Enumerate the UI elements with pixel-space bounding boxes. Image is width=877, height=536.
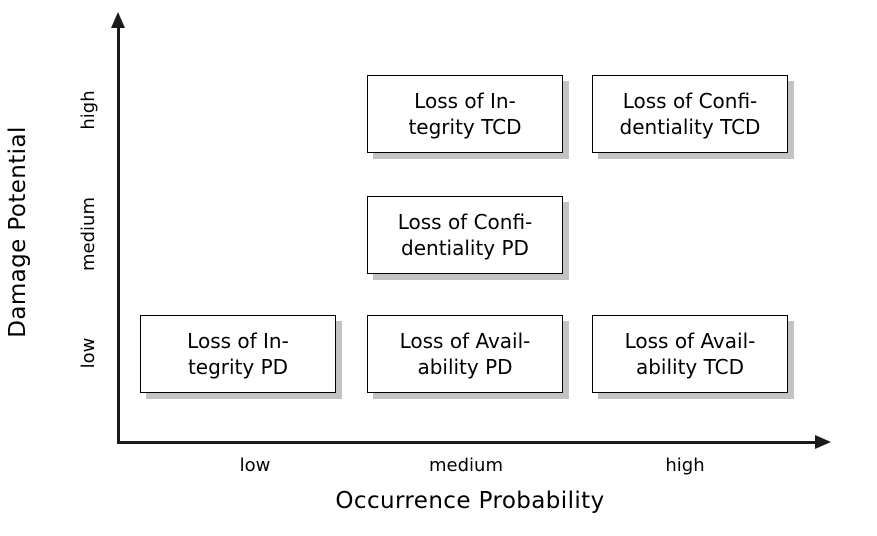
x-axis-title: Occurrence Probability: [335, 488, 605, 514]
risk-cell-line-1: Loss of Avail-: [399, 328, 531, 353]
y-tick-label-low: low: [77, 337, 99, 369]
risk-cell-line-2: ability TCD: [635, 355, 745, 379]
risk-cell-line-2: ability PD: [417, 355, 513, 379]
risk-cell-line-2: dentiality PD: [401, 236, 529, 260]
risk-cell-confidentiality-pd[interactable]: Loss of Confi- dentiality PD: [367, 196, 563, 274]
x-tick-label-high: high: [665, 455, 705, 476]
risk-cell-availability-tcd[interactable]: Loss of Avail- ability TCD: [592, 315, 788, 393]
y-tick-label-medium: medium: [77, 197, 99, 271]
risk-cell-availability-pd[interactable]: Loss of Avail- ability PD: [367, 315, 563, 393]
risk-cell-line-2: tegrity PD: [187, 355, 289, 379]
x-tick-label-medium: medium: [429, 455, 503, 476]
y-axis-line: [117, 24, 120, 444]
y-axis-title: Damage Potential: [5, 126, 31, 338]
y-axis-arrow-icon: [111, 12, 125, 28]
risk-cell-line-1: Loss of Confi-: [622, 88, 758, 113]
risk-cell-line-1: Loss of In-: [414, 88, 516, 113]
x-axis-line: [117, 441, 823, 444]
risk-cell-line-1: Loss of Confi-: [397, 209, 533, 234]
risk-cell-confidentiality-tcd[interactable]: Loss of Confi- dentiality TCD: [592, 75, 788, 153]
x-tick-label-low: low: [239, 455, 271, 476]
x-axis-arrow-icon: [815, 434, 831, 449]
risk-cell-line-1: Loss of Avail-: [624, 328, 756, 353]
risk-cell-integrity-tcd[interactable]: Loss of In- tegrity TCD: [367, 75, 563, 153]
risk-cell-line-1: Loss of In-: [187, 328, 289, 353]
y-tick-label-high: high: [77, 90, 99, 130]
risk-cell-integrity-pd[interactable]: Loss of In- tegrity PD: [140, 315, 336, 393]
risk-cell-line-2: dentiality TCD: [619, 115, 761, 139]
risk-cell-line-2: tegrity TCD: [408, 115, 522, 139]
